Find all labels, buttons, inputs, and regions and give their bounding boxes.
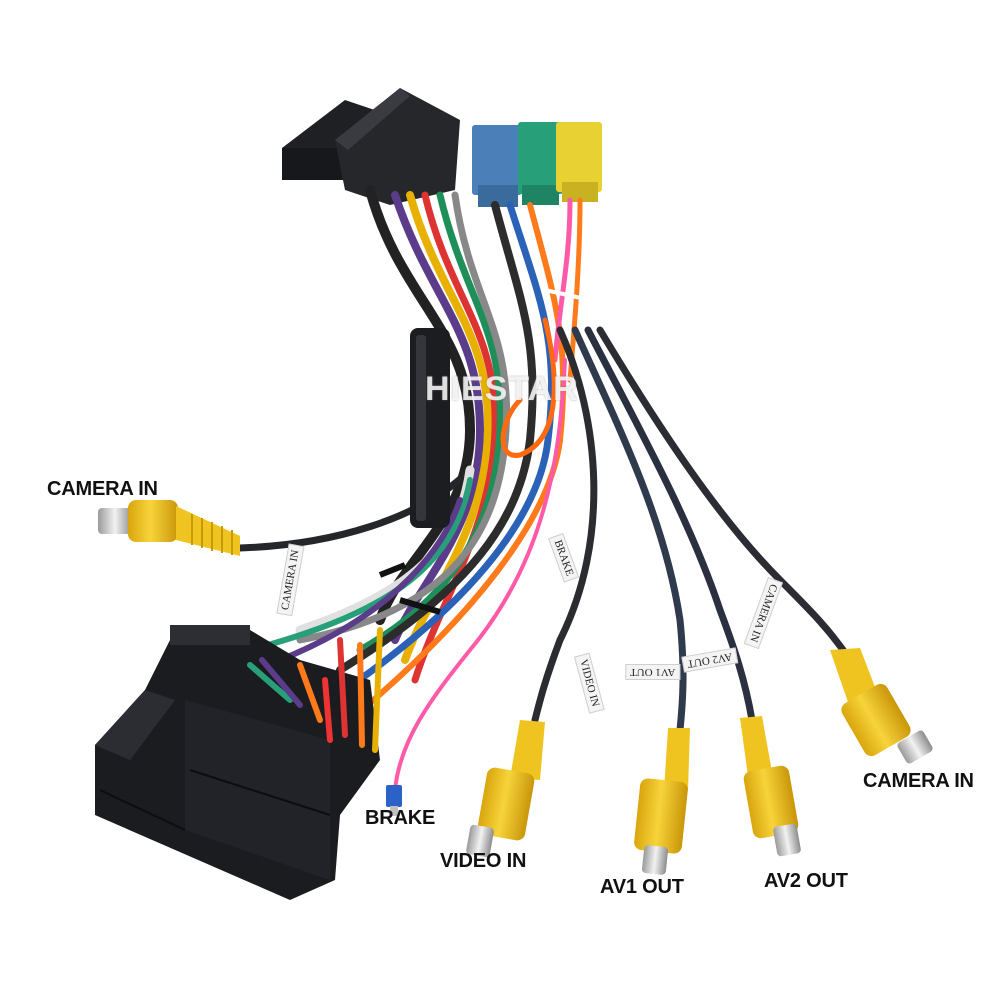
label-camera-in-left: CAMERA IN	[47, 478, 158, 500]
rca-plug-av1-out	[634, 728, 690, 875]
label-av2-out: AV2 OUT	[764, 870, 848, 892]
watermark: HIESTAR	[425, 370, 579, 408]
zip-tie	[544, 288, 591, 302]
sleeve-av1-out: AV1 OUT	[625, 664, 681, 680]
top-black-connector-right	[335, 88, 460, 205]
label-brake: BRAKE	[365, 807, 436, 829]
rca-plug-camera-in-left	[98, 500, 240, 556]
label-av1-out: AV1 OUT	[600, 876, 684, 898]
main-black-connector	[95, 625, 383, 900]
zip-tie	[399, 597, 441, 615]
rca-plug-av2-out	[740, 716, 801, 857]
zip-tie	[378, 562, 407, 578]
top-yellow-connector	[556, 122, 602, 202]
label-video-in: VIDEO IN	[440, 850, 527, 872]
inline-module	[410, 328, 450, 528]
top-green-connector	[518, 122, 563, 205]
rca-plug-camera-in-right	[830, 648, 933, 764]
wire-bundle	[236, 185, 854, 792]
brake-terminal	[386, 785, 402, 816]
label-camera-in-right: CAMERA IN	[863, 770, 974, 792]
top-blue-connector	[472, 125, 522, 207]
rca-plug-video-in	[466, 720, 545, 858]
